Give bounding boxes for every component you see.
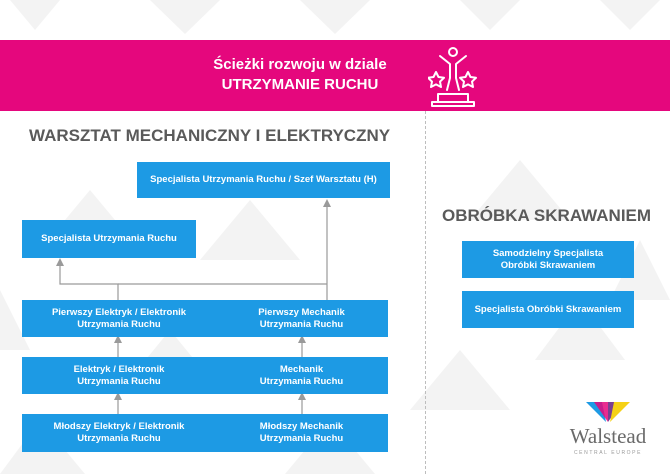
section-heading-warsztat: WARSZTAT MECHANICZNY I ELEKTRYCZNY — [29, 126, 391, 145]
box-szef-warsztatu: Specjalista Utrzymania Ruchu / Szef Wars… — [137, 162, 390, 198]
arrow-to-specjalista-ur — [56, 258, 119, 300]
page-title-line2: UTRZYMANIE RUCHU — [221, 76, 379, 93]
box-mlodszy-mechanik: Młodszy Mechanik Utrzymania Ruchu — [215, 414, 388, 452]
page-title: Ścieżki rozwoju w dziale UTRZYMANIE RUCH… — [150, 55, 450, 95]
box-mechanik: Mechanik Utrzymania Ruchu — [215, 357, 388, 394]
box-pierwszy-elektryk: Pierwszy Elektryk / Elektronik Utrzymani… — [22, 300, 216, 337]
box-label-line2: Utrzymania Ruchu — [77, 318, 161, 330]
header-banner: Ścieżki rozwoju w dziale UTRZYMANIE RUCH… — [0, 40, 670, 111]
box-label: Specjalista Utrzymania Ruchu / Szef Wars… — [150, 174, 377, 185]
box-label-line1: Pierwszy Mechanik — [258, 306, 345, 318]
box-label-line2: Utrzymania Ruchu — [77, 375, 161, 387]
box-label-line2: Obróbki Skrawaniem — [500, 259, 596, 271]
box-pierwszy-mechanik: Pierwszy Mechanik Utrzymania Ruchu — [215, 300, 388, 337]
box-label-line2: Utrzymania Ruchu — [259, 375, 344, 387]
logo-wordmark: Walstead — [569, 424, 647, 448]
box-label: Specjalista Utrzymania Ruchu — [41, 233, 177, 244]
box-label: Specjalista Obróbki Skrawaniem — [474, 303, 622, 315]
box-label-line2: Utrzymania Ruchu — [259, 318, 344, 330]
box-label-line1: Młodszy Elektryk / Elektronik — [53, 421, 185, 432]
box-label-line1: Samodzielny Specjalista — [492, 247, 604, 259]
page-title-line1: Ścieżki rozwoju w dziale — [213, 56, 387, 73]
arrow-to-szef-warsztatu — [118, 203, 327, 300]
box-elektryk: Elektryk / Elektronik Utrzymania Ruchu — [22, 357, 216, 394]
logo-subtitle: CENTRAL EUROPE — [573, 450, 643, 456]
box-label-line2: Utrzymania Ruchu — [259, 433, 344, 444]
podium-winner-icon — [428, 47, 477, 107]
box-label-line1: Mechanik — [279, 363, 324, 375]
box-mlodszy-elektryk: Młodszy Elektryk / Elektronik Utrzymania… — [22, 414, 216, 452]
box-label-line1: Pierwszy Elektryk / Elektronik — [51, 306, 187, 318]
section-heading-obrobka: OBRÓBKA SKRAWANIEM — [442, 206, 652, 225]
box-label-line1: Elektryk / Elektronik — [73, 363, 165, 375]
walstead-butterfly-logo — [586, 402, 630, 422]
section-divider — [425, 111, 426, 474]
box-specjalista-utrzymania-ruchu: Specjalista Utrzymania Ruchu — [22, 220, 196, 258]
box-label-line2: Utrzymania Ruchu — [77, 433, 161, 444]
box-samodzielny-specjalista-obrobki: Samodzielny Specjalista Obróbki Skrawani… — [462, 241, 634, 278]
box-specjalista-obrobki: Specjalista Obróbki Skrawaniem — [462, 291, 634, 328]
box-label-line1: Młodszy Mechanik — [259, 421, 344, 432]
